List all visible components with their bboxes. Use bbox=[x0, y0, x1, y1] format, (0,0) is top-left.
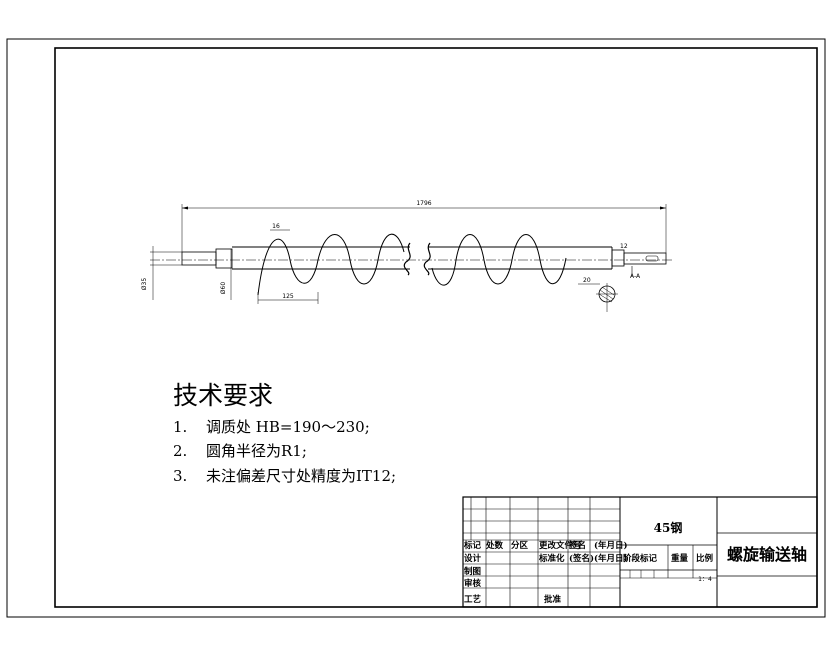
break-right bbox=[423, 242, 431, 276]
break-left bbox=[403, 242, 411, 276]
material-label: 45钢 bbox=[654, 520, 683, 535]
tb-design-sign: (签名) bbox=[569, 553, 594, 564]
shaft-drawing: 1796 125 16 Ø35 Ø60 12 20 A-A bbox=[141, 200, 672, 312]
right-journal bbox=[623, 252, 667, 265]
tech-item-1-text: 调质处 HB=190～230; bbox=[206, 418, 370, 436]
dim-pitch: 125 bbox=[282, 293, 294, 300]
tech-item-1-num: 1. bbox=[173, 418, 187, 436]
left-journal bbox=[181, 251, 217, 266]
tb-zone: 分区 bbox=[511, 540, 529, 551]
tb-check: 审核 bbox=[464, 578, 482, 589]
dim-left-dia: Ø35 bbox=[141, 278, 148, 291]
tb-mark: 标记 bbox=[463, 540, 482, 551]
part-name: 螺旋输送轴 bbox=[727, 545, 807, 564]
tech-item-2-num: 2. bbox=[173, 442, 187, 460]
tb-design: 设计 bbox=[464, 553, 482, 564]
tb-standard: 标准化 bbox=[538, 553, 565, 564]
inner-border bbox=[54, 47, 818, 608]
tb-design-date: (年月日) bbox=[594, 553, 628, 564]
dim-overall-length: 1796 bbox=[416, 200, 431, 207]
tech-item-3-num: 3. bbox=[173, 467, 187, 485]
dim-blade-thickness: 16 bbox=[272, 223, 280, 230]
tech-item-2-text: 圆角半径为R1; bbox=[206, 442, 307, 460]
tb-scale-header: 比例 bbox=[696, 553, 714, 564]
tb-sign: 签名 bbox=[568, 540, 586, 551]
keyway-slot bbox=[645, 255, 659, 262]
tb-drawing: 制图 bbox=[464, 566, 481, 577]
tb-count: 处数 bbox=[485, 540, 504, 551]
left-shoulder bbox=[215, 248, 233, 269]
outer-border bbox=[6, 38, 826, 618]
tech-requirements-title: 技术要求 bbox=[173, 381, 273, 410]
section-view bbox=[596, 283, 618, 312]
helix-flight-left bbox=[257, 233, 405, 296]
tb-process: 工艺 bbox=[464, 594, 482, 605]
dim-keyway: 20 bbox=[583, 277, 591, 284]
tb-scale-value: 1：4 bbox=[698, 576, 712, 583]
tb-stage-mark: 阶段标记 bbox=[623, 553, 658, 564]
section-label: A-A bbox=[630, 273, 641, 280]
dim-right-mark: 12 bbox=[620, 243, 628, 250]
helix-flight-right bbox=[431, 234, 567, 286]
tb-date: (年月日) bbox=[594, 540, 628, 551]
dim-mid-dia: Ø60 bbox=[220, 282, 227, 295]
tb-weight: 重量 bbox=[671, 553, 689, 564]
right-shoulder bbox=[611, 249, 625, 267]
tech-requirements: 技术要求 1. 调质处 HB=190～230; 2. 圆角半径为R1; 3. 未… bbox=[173, 381, 396, 485]
title-block: 45钢 螺旋输送轴 标记 处数 分区 更改文件号 签名 (年月日) 设计 标准化… bbox=[462, 496, 818, 608]
tech-item-3-text: 未注偏差尺寸处精度为IT12; bbox=[206, 467, 396, 485]
tb-change-doc: 更改文件号 bbox=[539, 540, 582, 551]
tb-approve: 批准 bbox=[544, 594, 562, 605]
